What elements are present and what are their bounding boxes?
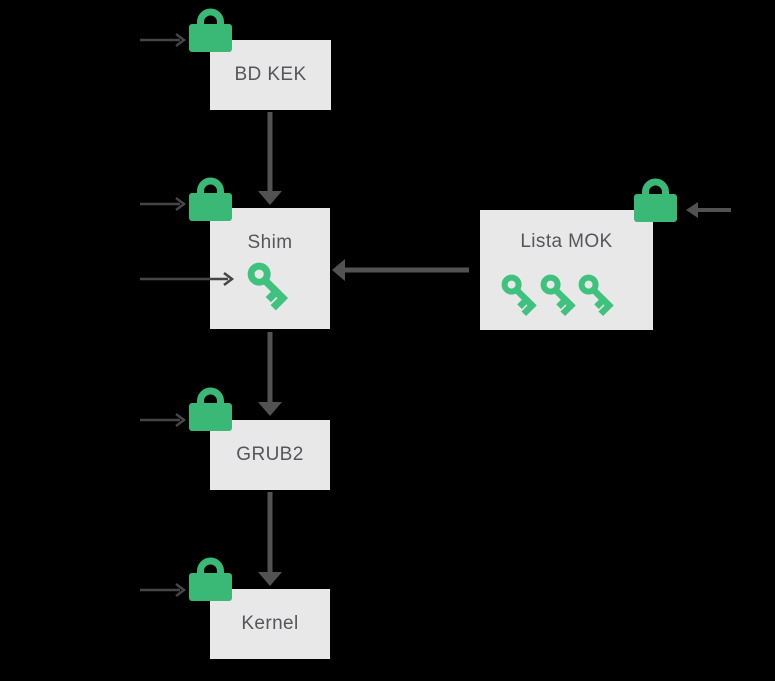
node-kernel-label: Kernel xyxy=(241,613,299,634)
pointer-arrow-to-kernel-lock xyxy=(140,583,187,597)
node-kernel: Kernel xyxy=(210,589,330,659)
arrow-lista-mok-to-shim xyxy=(332,259,469,281)
node-lista-mok-label: Lista MOK xyxy=(520,231,613,252)
node-bd-kek-label: BD KEK xyxy=(234,64,307,85)
pointer-arrow-to-grub2-lock xyxy=(140,413,187,427)
arrow-grub2-to-kernel xyxy=(258,492,282,586)
pointer-arrow-to-lista-mok-lock xyxy=(686,202,731,218)
node-shim-label: Shim xyxy=(247,232,293,253)
pointer-arrow-to-shim-lock xyxy=(140,197,187,211)
pointer-arrow-to-bdkek-lock xyxy=(140,33,187,47)
arrow-bdkek-to-shim xyxy=(258,112,282,205)
arrow-shim-to-grub2 xyxy=(258,332,282,416)
node-bd-kek: BD KEK xyxy=(210,40,331,110)
node-shim: Shim xyxy=(210,208,330,329)
node-grub2-label: GRUB2 xyxy=(236,444,304,465)
node-lista-mok: Lista MOK xyxy=(480,210,653,330)
node-grub2: GRUB2 xyxy=(210,420,330,490)
